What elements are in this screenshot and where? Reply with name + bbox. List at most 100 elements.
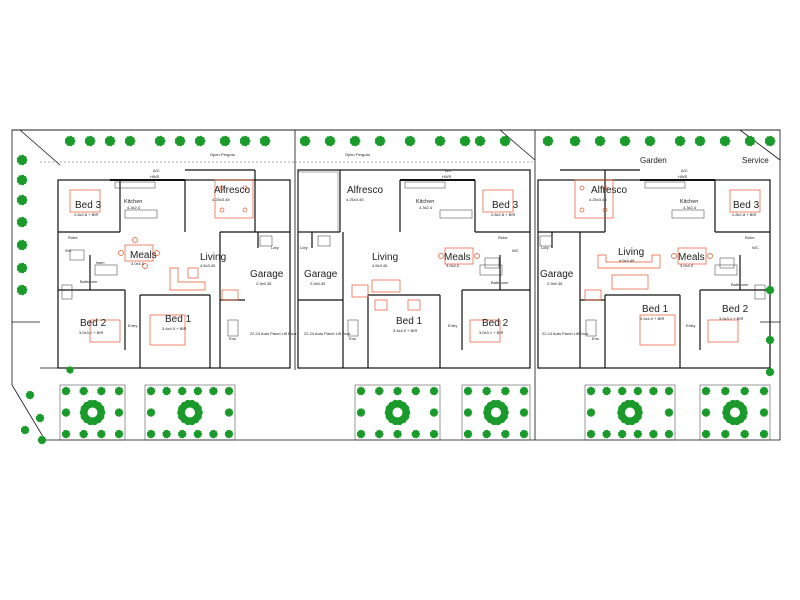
shrub-icon xyxy=(740,386,749,396)
shrub-icon xyxy=(224,386,234,396)
right-bed3-dims: 2.8x2.8 + BIR xyxy=(732,212,756,217)
shrub-icon xyxy=(721,429,730,439)
shrub-icon xyxy=(25,390,35,400)
right-meals-dims: 3.0x4.0 xyxy=(680,263,694,268)
shrub-icon xyxy=(434,135,446,147)
shrub-icon xyxy=(764,135,776,147)
shrub-icon xyxy=(239,135,251,147)
right-meals-name: Meals xyxy=(678,252,705,263)
shrub-icon xyxy=(664,386,674,396)
right-living-name: Living xyxy=(618,247,644,258)
shrub-icon xyxy=(694,135,706,147)
shrub-icon xyxy=(193,386,203,396)
shrub-icon xyxy=(299,135,311,147)
shrub-icon xyxy=(602,429,611,439)
unit-middle-walls xyxy=(297,169,531,369)
shrub-icon xyxy=(178,386,187,396)
left-garage-dims: 2.9x6.35 xyxy=(256,281,272,286)
shrub-icon xyxy=(411,429,421,439)
shrub-icon xyxy=(765,367,775,377)
shrub-icon xyxy=(64,135,76,147)
shrub-icon xyxy=(701,429,711,439)
right-alfresco-dims: 4.25x3.45 xyxy=(589,197,607,202)
shrub-icon xyxy=(664,408,674,417)
left-bed1-dims: 3.4x4.0 + BIR xyxy=(162,326,186,331)
shrub-icon xyxy=(519,408,529,417)
left-meals-dims: 3.0x4.0 xyxy=(131,261,145,266)
shrub-icon xyxy=(194,135,206,147)
left-wc: WC xyxy=(65,248,72,253)
middle-bed3-name: Bed 3 xyxy=(492,200,519,211)
left-living-name: Living xyxy=(200,252,226,263)
shrub-icon xyxy=(356,408,366,417)
unit-right-fixtures xyxy=(539,181,766,337)
shrub-icon xyxy=(542,135,554,147)
shrub-icon xyxy=(482,386,492,396)
right-ldry: Ldry xyxy=(541,245,549,250)
middle-entry: Entry xyxy=(448,323,457,328)
left-meals-name: Meals xyxy=(130,250,157,261)
pergola-label-middle: Open Pergola xyxy=(345,152,370,157)
left-linen: linen xyxy=(96,260,104,265)
shrub-icon xyxy=(501,429,510,439)
shrub-icon xyxy=(79,429,88,439)
right-garage-dims: 2.9x6.35 xyxy=(547,281,563,286)
tree-icon xyxy=(177,399,203,426)
shrub-icon xyxy=(375,429,384,439)
shrub-icon xyxy=(499,135,511,147)
left-bed2-name: Bed 2 xyxy=(80,318,107,329)
shrub-icon xyxy=(114,429,124,439)
middle-wc: WC xyxy=(512,248,519,253)
shrub-icon xyxy=(259,135,271,147)
shrub-icon xyxy=(61,429,71,439)
unit-middle-fixtures xyxy=(317,181,503,337)
right-ens: Ens xyxy=(592,336,599,341)
shrub-icon xyxy=(16,174,28,186)
shrub-icon xyxy=(765,335,775,345)
right-wc: WC xyxy=(752,245,759,250)
shrub-icon xyxy=(146,386,156,396)
shrub-icon xyxy=(61,386,71,396)
shrub-icon xyxy=(20,425,30,435)
right-robe: Robe xyxy=(745,235,755,240)
shrub-icon xyxy=(744,135,756,147)
right-entry: Entry xyxy=(686,323,695,328)
middle-robe: Robe xyxy=(498,235,508,240)
left-ac: A/C xyxy=(153,168,160,173)
shrub-icon xyxy=(114,408,124,417)
shrub-icon xyxy=(674,135,686,147)
shrub-icon xyxy=(740,429,749,439)
shrub-icon xyxy=(219,135,231,147)
shrub-icon xyxy=(97,429,106,439)
shrub-icon xyxy=(37,435,47,445)
unit-right-furniture xyxy=(574,179,761,346)
shrub-icon xyxy=(356,386,366,396)
shrub-icon xyxy=(701,386,711,396)
shrub-icon xyxy=(594,135,606,147)
tree-icon xyxy=(384,399,411,426)
middle-alfresco-dims: 4.25x3.45 xyxy=(346,197,364,202)
shrub-icon xyxy=(162,429,171,439)
service-label: Service xyxy=(742,156,769,165)
left-bed3-name: Bed 3 xyxy=(75,200,102,211)
middle-door: 22.24 Auto Panel Lift Door xyxy=(304,331,351,336)
middle-bed1-name: Bed 1 xyxy=(396,316,423,327)
shrub-icon xyxy=(586,408,596,417)
left-living-dims: 4.5x3.45 xyxy=(200,263,216,268)
shrub-icon xyxy=(719,135,731,147)
middle-bed3-dims: 2.8x2.8 + BIR xyxy=(491,212,515,217)
left-ens: Ens xyxy=(229,336,236,341)
shrub-icon xyxy=(586,386,596,396)
middle-living-name: Living xyxy=(372,252,398,263)
right-garage-name: Garage xyxy=(540,269,574,280)
shrub-icon xyxy=(429,408,439,417)
shrub-icon xyxy=(84,135,96,147)
middle-ldry: Ldry xyxy=(300,245,308,250)
shrub-icon xyxy=(463,408,473,417)
shrub-icon xyxy=(146,408,156,417)
middle-living-dims: 4.5x3.45 xyxy=(372,263,388,268)
left-robe: Robe xyxy=(68,235,78,240)
shrub-icon xyxy=(474,135,486,147)
shrub-icon xyxy=(759,408,769,417)
shrub-icon xyxy=(162,386,171,396)
